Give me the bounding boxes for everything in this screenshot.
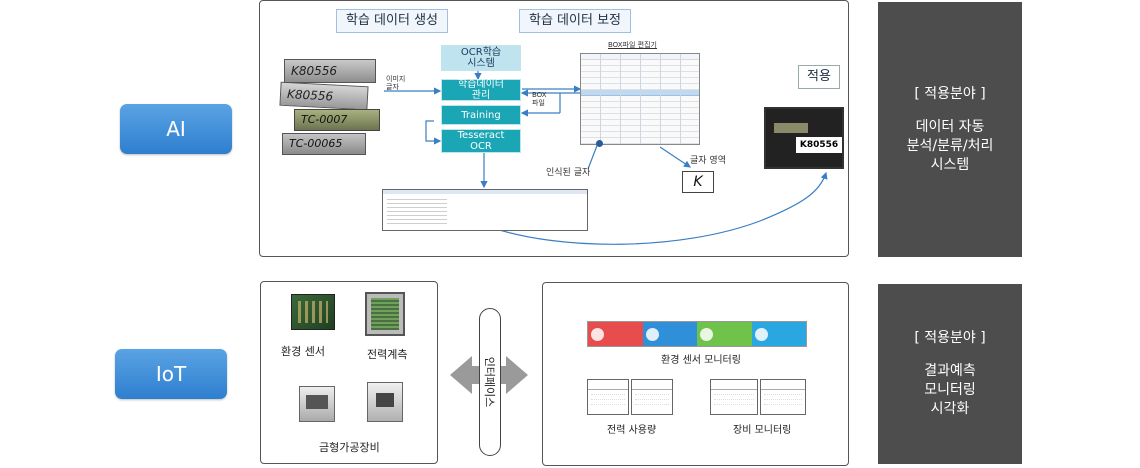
- plate-image: TC-0007: [294, 109, 380, 131]
- recognized-char-label: 인식된 글자: [546, 168, 591, 178]
- tesseract-ocr-label: Tesseract OCR: [457, 130, 505, 152]
- box-editor-title: BOX파일 편집기: [608, 41, 657, 49]
- power-usage-screen: [587, 379, 629, 415]
- iot-field-line: 시각화: [930, 401, 970, 417]
- mold-machine-image: [299, 386, 335, 422]
- iot-badge-label: IoT: [155, 362, 187, 386]
- env-sensor-label: 환경 센서: [281, 345, 325, 358]
- power-usage-label: 전력 사용량: [607, 425, 657, 436]
- recognized-char-marker: [596, 140, 603, 147]
- training-data-management-box: 학습데이터 관리: [441, 79, 521, 101]
- ai-field-line: 분석/분류/처리: [906, 137, 994, 154]
- ai-flow-arrows: [384, 71, 828, 245]
- equipment-monitor-screen: [710, 379, 758, 415]
- box-file-label: BOX 파일: [532, 91, 547, 107]
- iot-field-line: 결과예측: [924, 363, 976, 379]
- mold-equipment-label: 금형가공장비: [319, 441, 380, 454]
- ai-badge: AI: [120, 104, 232, 154]
- vehicle-plate-photo: K80556: [764, 107, 844, 169]
- env-sensor-board-image: [291, 294, 335, 330]
- training-box: Training: [441, 105, 521, 125]
- iot-devices-panel: 환경 센서 전력계측 금형가공장비: [260, 281, 438, 464]
- license-plate-images: K80556 K80556 TC-0007 TC-00065: [279, 59, 384, 159]
- ai-diagram-panel: 학습 데이터 생성 학습 데이터 보정 K80556 K80556 TC-000…: [259, 0, 849, 257]
- plate-stamp: [774, 123, 808, 133]
- training-label: Training: [461, 109, 501, 121]
- sensor-tile: [588, 322, 643, 346]
- sensor-icon: [754, 327, 768, 341]
- section-title-data-correction: 학습 데이터 보정: [519, 9, 631, 33]
- interface-pill: 인터페이스: [479, 308, 501, 456]
- equipment-monitor-screen: [760, 379, 806, 415]
- ai-application-field: [ 적용분야 ] 데이터 자동 분석/분류/처리 시스템: [878, 2, 1022, 257]
- sensor-icon: [645, 327, 659, 341]
- iot-field-line: 모니터링: [924, 382, 976, 398]
- iot-field-title: [ 적용분야 ]: [914, 330, 986, 346]
- iot-badge: IoT: [115, 349, 227, 399]
- log-lines: [387, 196, 447, 226]
- plate-image: K80556: [284, 59, 376, 83]
- equipment-monitoring-label: 장비 모니터링: [733, 425, 792, 436]
- sensor-tile: [697, 322, 752, 346]
- sensor-tile: [751, 322, 806, 346]
- apply-label: 적용: [798, 65, 840, 89]
- ai-field-title: [ 적용분야 ]: [914, 85, 986, 102]
- sensor-icon: [591, 327, 604, 341]
- mold-machine-image: [367, 382, 403, 422]
- ocr-training-system-label: OCR학습 시스템: [460, 47, 502, 69]
- image-character-label: 이미지 글자: [386, 75, 406, 91]
- sensor-tile: [642, 322, 697, 346]
- ai-field-line: 데이터 자동: [915, 118, 985, 135]
- env-monitoring-label: 환경 센서 모니터링: [661, 355, 741, 366]
- env-sensor-dashboard: [587, 321, 807, 347]
- tesseract-ocr-box: Tesseract OCR: [441, 129, 521, 153]
- char-region-label: 글자 영역: [690, 156, 726, 166]
- char-region-k-box: K: [682, 171, 714, 193]
- ai-badge-label: AI: [166, 117, 186, 141]
- interface-label: 인터페이스: [483, 356, 496, 408]
- ocr-training-system-box: OCR학습 시스템: [441, 45, 521, 71]
- power-meter-image: [365, 292, 405, 336]
- section-title-data-generation: 학습 데이터 생성: [336, 9, 448, 33]
- sensor-icon: [700, 327, 713, 341]
- training-data-management-label: 학습데이터 관리: [458, 79, 504, 101]
- plate-readout: K80556: [796, 137, 842, 153]
- power-meter-label: 전력계측: [367, 348, 408, 361]
- ai-field-line: 시스템: [930, 156, 970, 173]
- power-usage-screen: [631, 379, 673, 415]
- iot-monitoring-panel: 환경 센서 모니터링 전력 사용량 장비 모니터링: [542, 282, 849, 466]
- box-editor-table: [580, 53, 700, 145]
- ocr-log-window: [382, 189, 588, 231]
- log-titlebar: [383, 190, 587, 194]
- iot-application-field: [ 적용분야 ] 결과예측 모니터링 시각화: [878, 284, 1022, 464]
- plate-image: TC-00065: [282, 133, 366, 155]
- table-columns: [581, 54, 699, 144]
